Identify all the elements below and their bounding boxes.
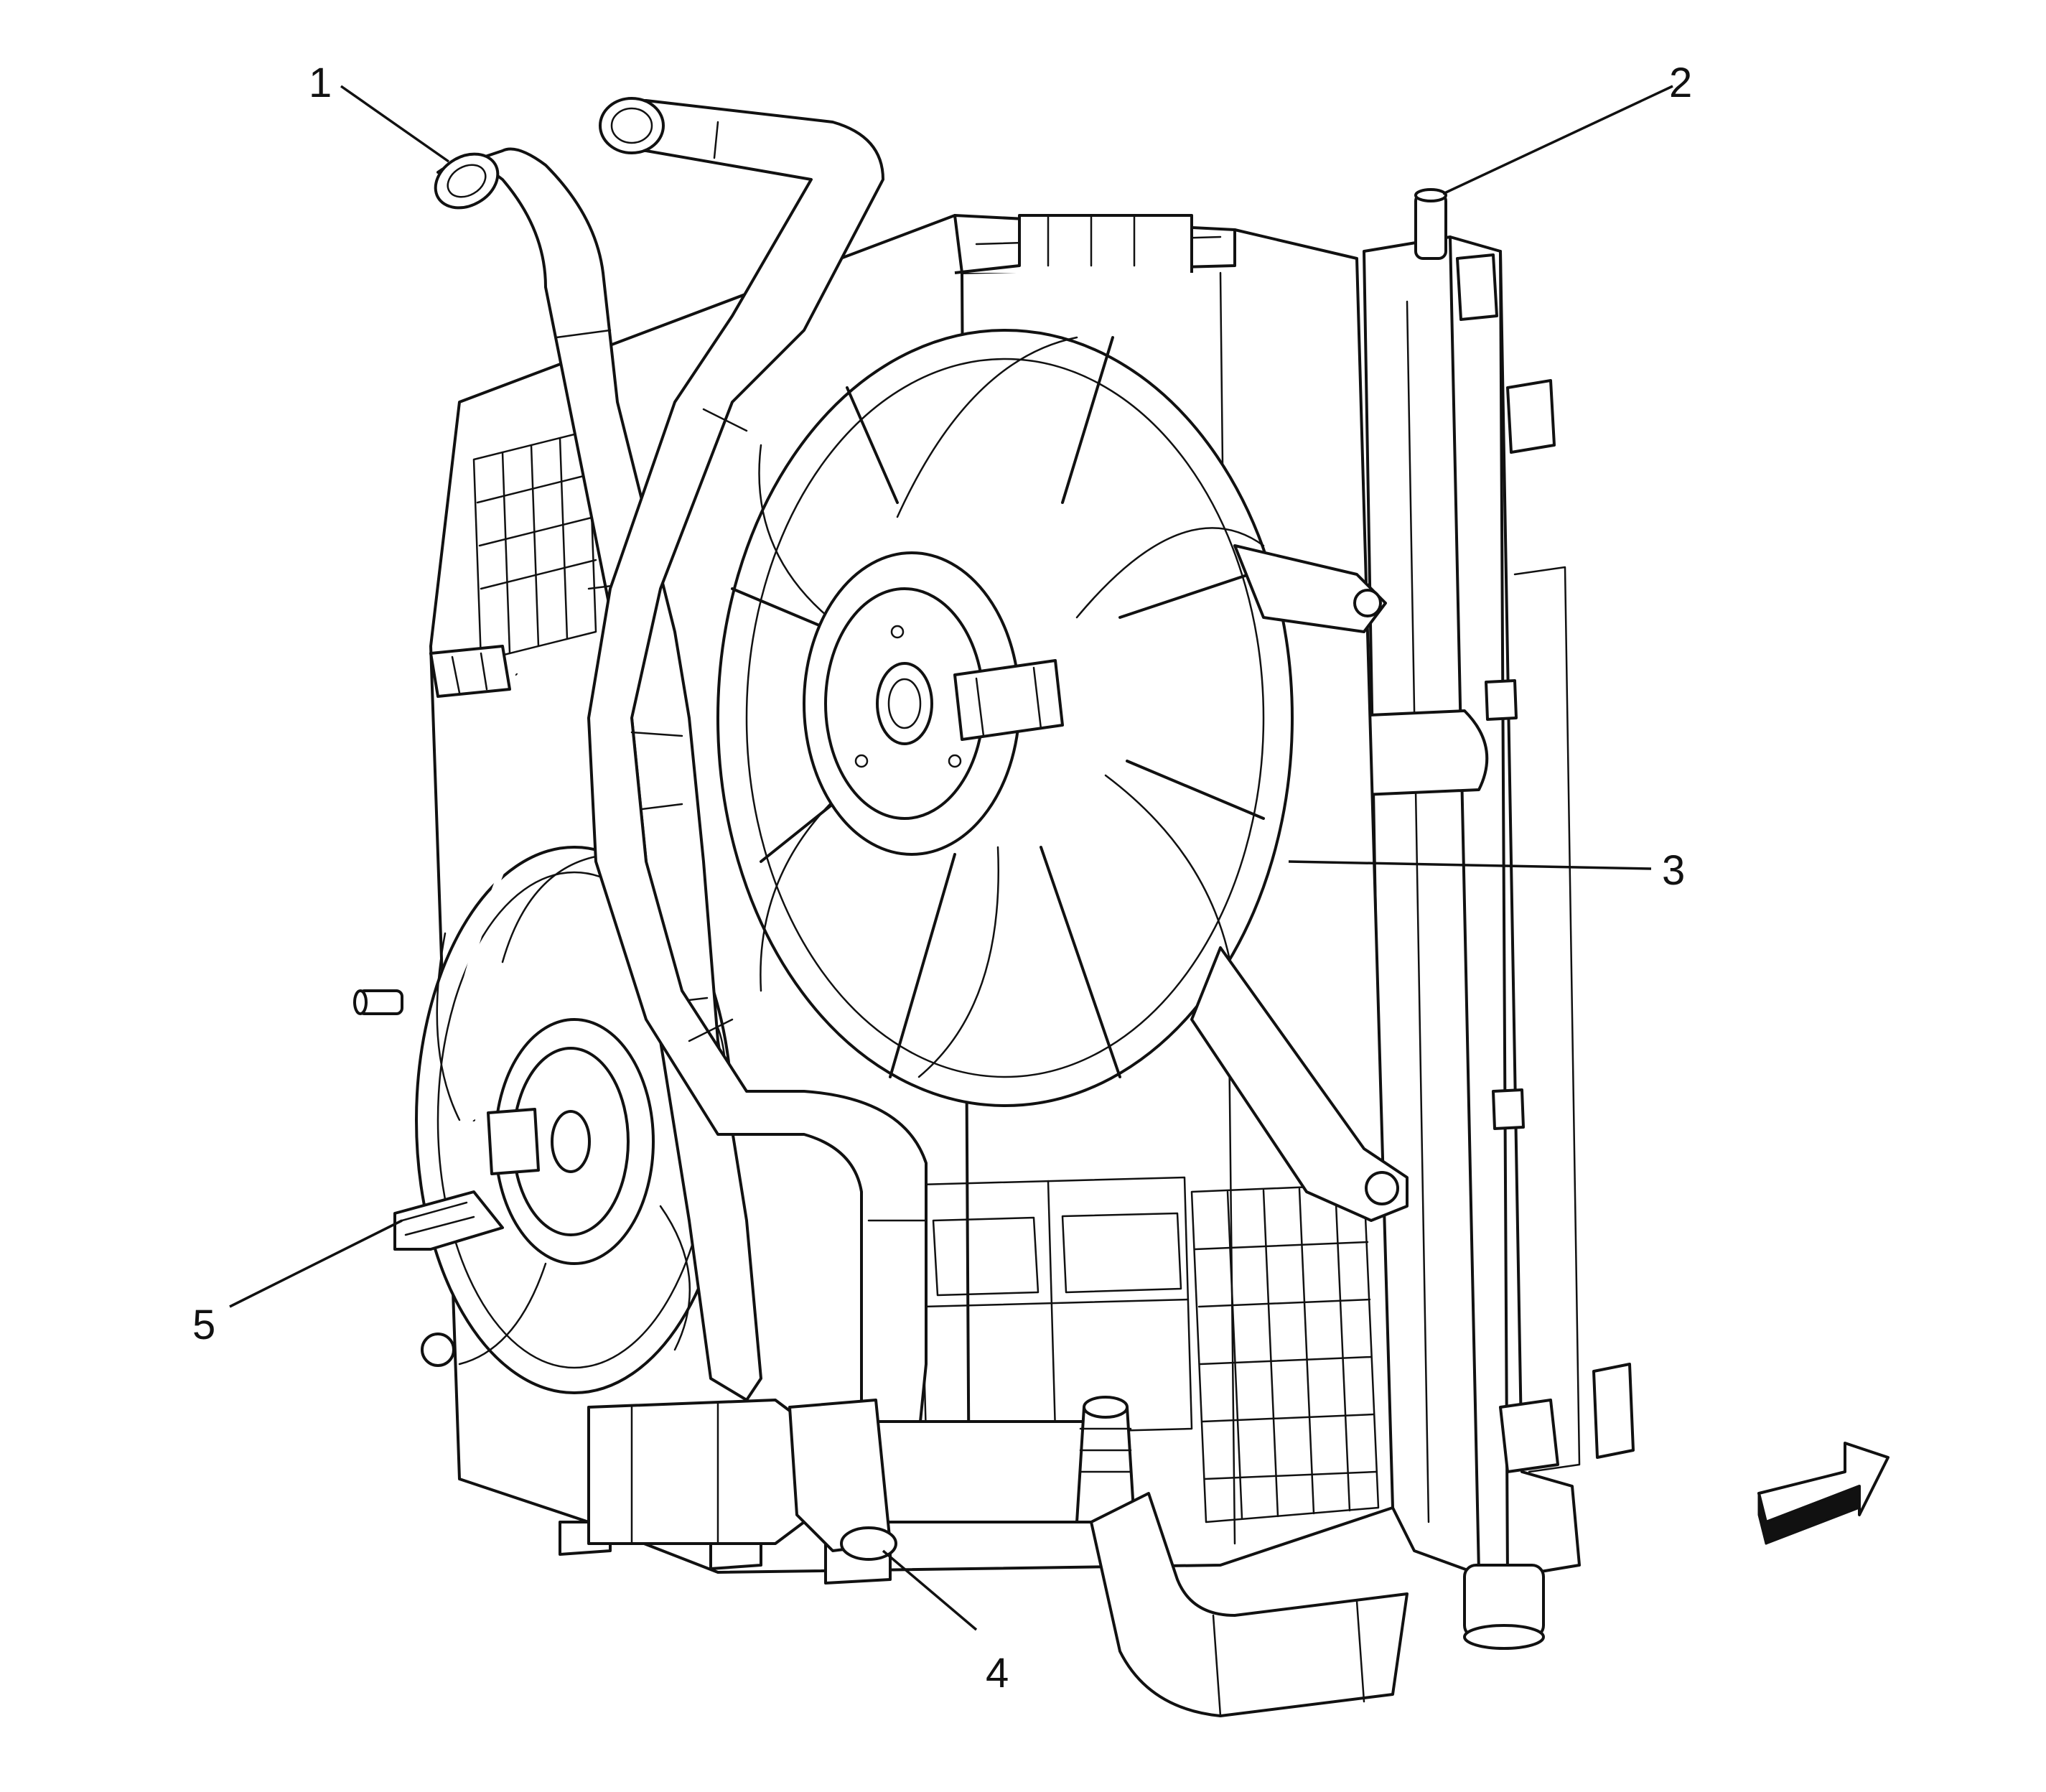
wiring-harness <box>429 645 546 1122</box>
callout-5: 5 <box>192 1302 215 1348</box>
heater-hose <box>587 97 928 1437</box>
leader-line-1 <box>340 85 450 163</box>
callout-1: 1 <box>309 60 332 106</box>
callout-4: 4 <box>986 1650 1009 1697</box>
leader-line-3 <box>1288 860 1652 870</box>
leader-line-5 <box>229 1219 403 1308</box>
leader-line-4 <box>882 1549 978 1631</box>
callout-3: 3 <box>1662 847 1685 894</box>
callout-2: 2 <box>1669 60 1692 106</box>
leader-line-2 <box>1442 85 1673 195</box>
lower-radiator-hose <box>587 1396 1409 1717</box>
callout-labels: 1 2 3 4 5 <box>192 60 1692 1697</box>
view-direction-arrow-icon <box>1757 1442 1889 1545</box>
large-cooling-fan <box>716 329 1409 1222</box>
leader-lines <box>229 85 1673 1631</box>
